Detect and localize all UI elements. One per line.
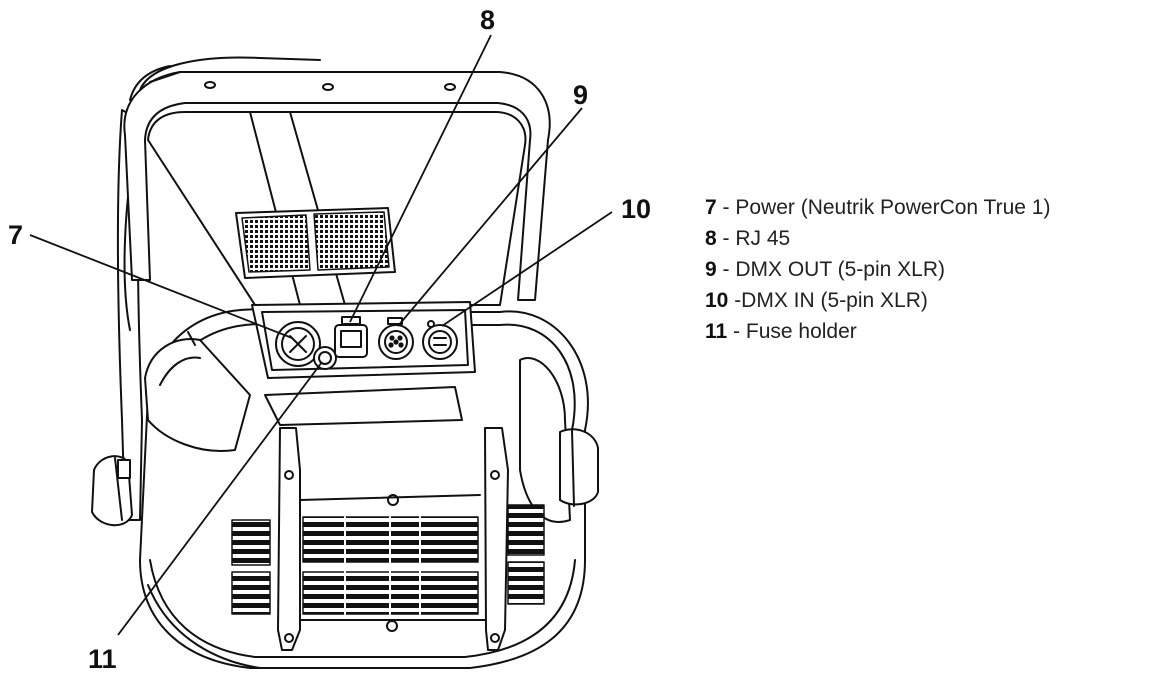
leader-lines: [29, 34, 613, 636]
callout-10: 10: [621, 194, 651, 224]
legend-item-rj45: 8 - RJ 45: [705, 223, 1165, 254]
legend-number: 11: [705, 320, 728, 343]
dmx-out-connector-icon: [378, 317, 414, 360]
rear-cover: [147, 111, 527, 306]
callout-8: 8: [480, 5, 495, 35]
rear-vents: [231, 504, 545, 615]
legend-item-fuse: 11 - Fuse holder: [705, 316, 1165, 347]
legend-number: 8: [705, 227, 717, 250]
legend-label: - RJ 45: [716, 227, 791, 250]
legend-item-power: 7 - Power (Neutrik PowerCon True 1): [705, 192, 1165, 223]
fuse-holder-icon: [313, 346, 337, 370]
legend-number: 10: [705, 289, 729, 312]
tilt-lock-knobs: [91, 428, 599, 527]
legend-label: - Power (Neutrik PowerCon True 1): [716, 196, 1051, 219]
dmx-in-connector-icon: [422, 320, 458, 360]
power-connector-icon: [275, 321, 321, 367]
legend-number: 9: [705, 258, 717, 281]
leader-line-11: [117, 361, 323, 636]
leader-line-8: [349, 34, 492, 323]
callout-7: 7: [8, 220, 23, 250]
legend-item-dmx-in: 10 -DMX IN (5-pin XLR): [705, 285, 1165, 316]
side-bumpers: [144, 331, 571, 523]
legend-item-dmx-out: 9 - DMX OUT (5-pin XLR): [705, 254, 1165, 285]
legend: 7 - Power (Neutrik PowerCon True 1) 8 - …: [705, 192, 1165, 347]
connector-panel: [251, 301, 476, 426]
legend-label: -DMX IN (5-pin XLR): [728, 289, 928, 312]
rj45-connector-icon: [334, 316, 368, 358]
top-yoke: [123, 56, 551, 301]
top-vent-grill: [235, 207, 396, 279]
callout-9: 9: [573, 80, 588, 110]
legend-number: 7: [705, 196, 717, 219]
leader-line-7: [29, 234, 293, 339]
legend-label: - DMX OUT (5-pin XLR): [716, 258, 946, 281]
leader-line-9: [397, 107, 583, 327]
rear-handle-bars: [277, 427, 509, 651]
callout-11: 11: [88, 644, 117, 674]
leader-line-10: [441, 211, 613, 327]
legend-label: - Fuse holder: [727, 320, 857, 343]
